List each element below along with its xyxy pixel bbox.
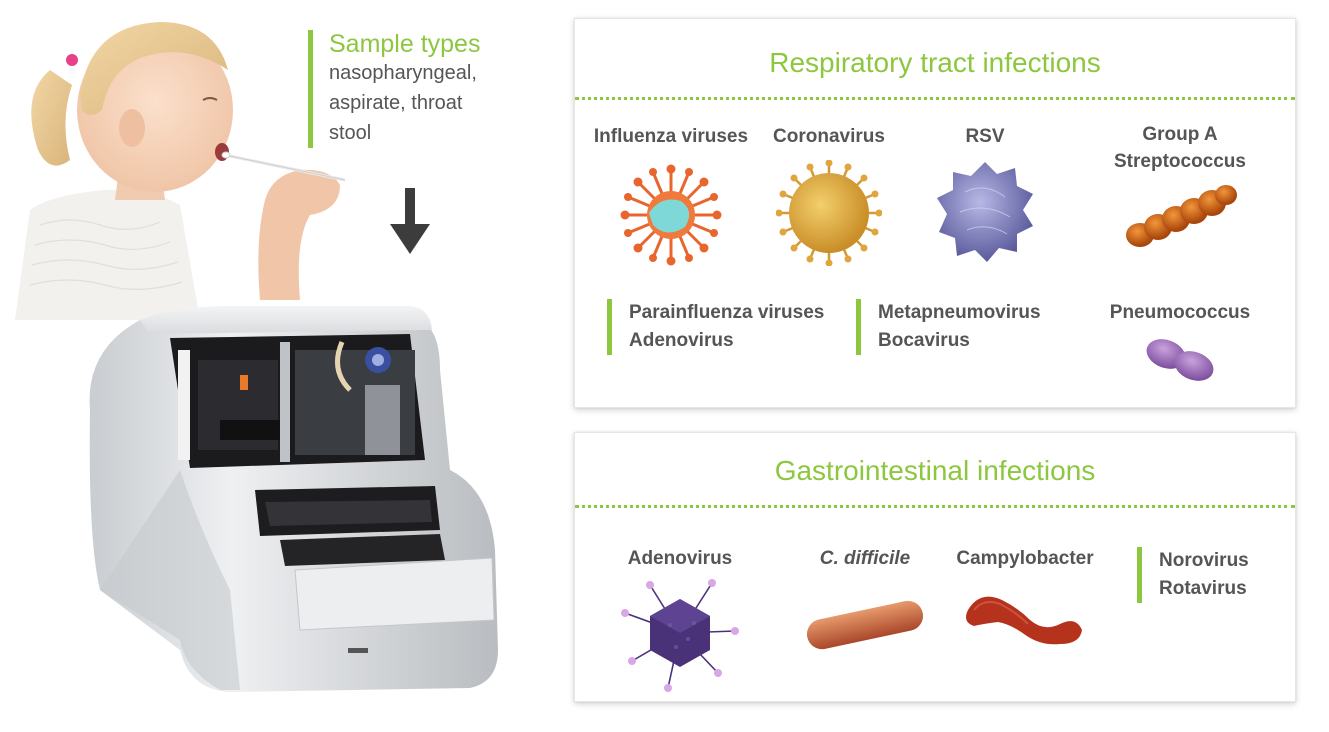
pathogen-campylobacter: Campylobacter xyxy=(947,545,1103,665)
sample-scene: Sample types nasopharyngeal, aspirate, t… xyxy=(0,0,560,732)
campylobacter-bacterium-icon xyxy=(966,596,1082,645)
pathogen-label: Pneumococcus xyxy=(1109,302,1251,323)
pathogen-list-item: Parainfluenza viruses xyxy=(629,302,825,323)
pathogen-list-item: Adenovirus xyxy=(629,330,734,351)
gastrointestinal-panel: Gastrointestinal infections Adenovirus C… xyxy=(574,432,1296,702)
pathogen-group-a-streptococcus: Group A Streptococcus xyxy=(1097,121,1263,260)
pneumococcus-icon xyxy=(1146,339,1214,381)
pathogen-label: Campylobacter xyxy=(956,548,1094,569)
c-difficile-bacterium-icon xyxy=(806,600,924,650)
arrow-down-icon xyxy=(390,188,430,254)
analyzer-device-illustration xyxy=(89,306,498,692)
pathogen-adenovirus: Adenovirus xyxy=(613,545,747,697)
sample-types-block: Sample types nasopharyngeal, aspirate, t… xyxy=(308,30,480,148)
influenza-virus-icon xyxy=(620,164,722,266)
pathogen-label: RSV xyxy=(965,126,1005,147)
pathogen-label: Adenovirus xyxy=(627,548,733,569)
pathogen-list-item: Norovirus xyxy=(1159,550,1249,571)
pathogen-c-difficile: C. difficile xyxy=(785,545,945,669)
adenovirus-icon xyxy=(621,579,739,692)
pathogen-list-item: Metapneumovirus xyxy=(878,302,1041,323)
child-with-swab-illustration xyxy=(15,22,346,320)
respiratory-group-metapneumovirus: Metapneumovirus Bocavirus xyxy=(856,299,1041,355)
pathogen-list-item: Bocavirus xyxy=(878,330,970,351)
streptococcus-icon xyxy=(1126,185,1237,247)
dotted-divider xyxy=(575,97,1295,100)
sample-type-line: aspirate, throat xyxy=(329,92,463,114)
sample-type-line: nasopharyngeal, xyxy=(329,62,477,84)
pathogen-label: Group A xyxy=(1142,124,1218,145)
coronavirus-icon xyxy=(775,159,883,267)
pathogen-label: Streptococcus xyxy=(1114,151,1246,172)
pathogen-coronavirus: Coronavirus xyxy=(759,123,899,271)
pathogen-rsv: RSV xyxy=(935,123,1035,269)
pathogen-list-item: Rotavirus xyxy=(1159,578,1247,599)
respiratory-panel: Respiratory tract infections Influenza v… xyxy=(574,18,1296,408)
dotted-divider xyxy=(575,505,1295,508)
pathogen-pneumococcus: Pneumococcus xyxy=(1101,299,1259,393)
gastro-group-norovirus: Norovirus Rotavirus xyxy=(1137,547,1249,603)
rsv-virus-icon xyxy=(937,162,1033,262)
respiratory-panel-title: Respiratory tract infections xyxy=(769,47,1101,78)
pathogen-label: C. difficile xyxy=(819,548,911,569)
sample-type-line: stool xyxy=(329,122,372,144)
sample-types-title: Sample types xyxy=(329,30,481,58)
pathogen-label: Influenza viruses xyxy=(593,126,749,147)
pathogen-label: Coronavirus xyxy=(773,126,885,147)
gastrointestinal-panel-title: Gastrointestinal infections xyxy=(774,455,1096,486)
respiratory-group-parainfluenza: Parainfluenza viruses Adenovirus xyxy=(607,299,824,355)
pathogen-influenza: Influenza viruses xyxy=(587,123,755,275)
